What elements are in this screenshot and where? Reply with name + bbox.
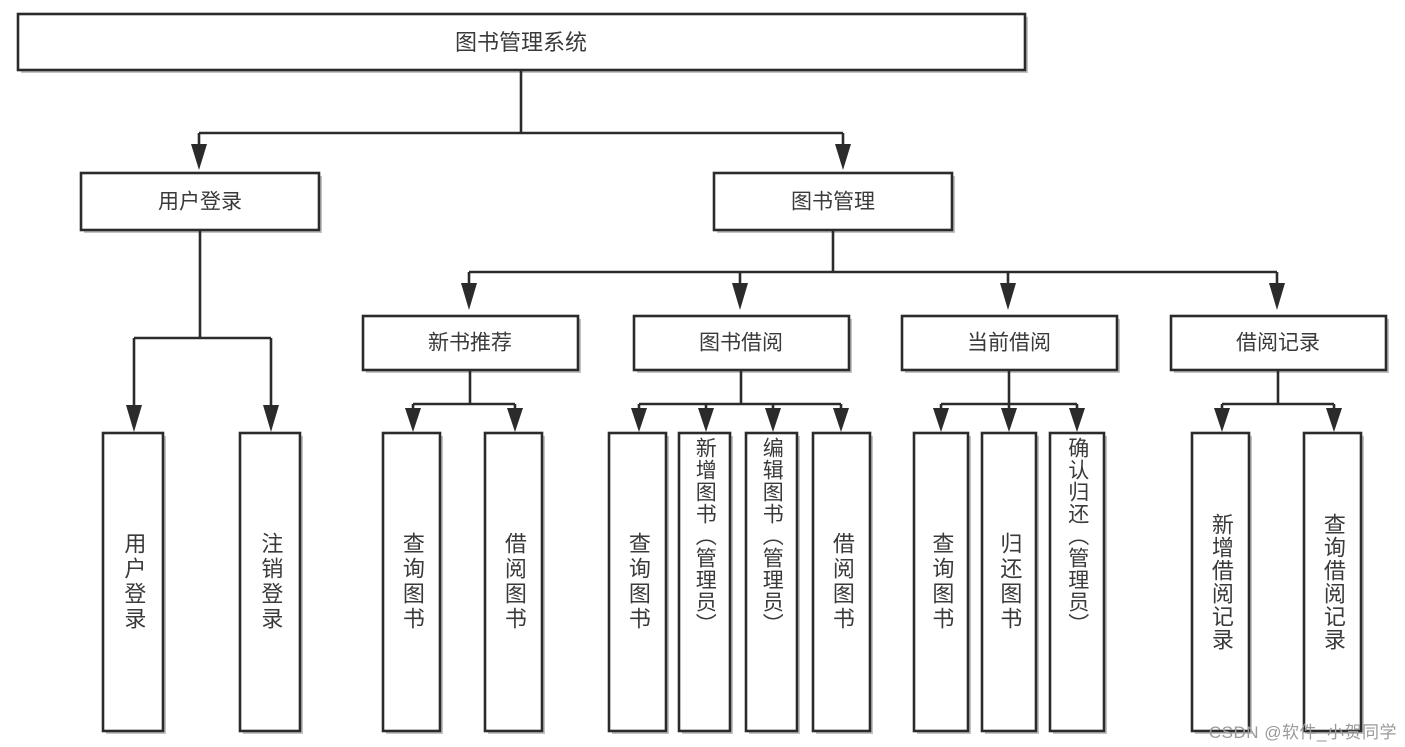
node-root-box xyxy=(16,12,1027,72)
connector-root-to-level1 xyxy=(191,70,851,170)
arrow-to-leaf-edit-book xyxy=(765,408,781,432)
node-book-borrow-label: 图书借阅 xyxy=(699,332,783,355)
arrow-to-leaf-query-book-1 xyxy=(405,408,421,432)
leaf-edit-book-box[interactable] xyxy=(744,431,799,733)
node-root[interactable]: 图书管理系统 xyxy=(16,12,1028,73)
node-book-manage-label: 图书管理 xyxy=(791,191,875,214)
connector-new-book-rec-to-leaves xyxy=(405,370,523,432)
arrow-to-book-borrow xyxy=(732,283,748,310)
connector-borrow-record-to-leaves xyxy=(1214,370,1342,432)
arrow-to-leaf-confirm-return xyxy=(1069,408,1085,432)
node-current-borrow-label: 当前借阅 xyxy=(967,332,1051,355)
node-root-label: 图书管理系统 xyxy=(455,30,587,55)
node-borrow-record[interactable]: 借阅记录 xyxy=(1169,314,1389,373)
arrow-to-leaf-borrow-book-1 xyxy=(507,408,523,432)
node-book-borrow[interactable]: 图书借阅 xyxy=(632,314,852,373)
arrow-to-new-book-rec xyxy=(461,283,477,310)
node-book-manage[interactable]: 图书管理 xyxy=(712,171,955,233)
arrow-to-current-borrow xyxy=(1000,283,1016,310)
node-current-borrow[interactable]: 当前借阅 xyxy=(900,314,1120,373)
leaf-query-book-3-box[interactable] xyxy=(912,431,970,733)
connector-current-borrow-to-leaves xyxy=(933,370,1085,432)
arrow-to-leaf-add-book xyxy=(698,408,714,432)
leaf-borrow-book-2-box[interactable] xyxy=(811,431,872,733)
leaf-box-group xyxy=(101,431,1364,734)
connector-book-manage-to-level2 xyxy=(461,230,1285,310)
leaf-confirm-return-box[interactable] xyxy=(1048,431,1106,733)
node-borrow-record-box xyxy=(1169,314,1388,372)
arrow-to-borrow-record xyxy=(1269,283,1285,310)
node-new-book-rec-box xyxy=(361,314,580,372)
arrow-to-leaf-query-record xyxy=(1326,408,1342,432)
node-borrow-record-label: 借阅记录 xyxy=(1236,332,1320,355)
arrow-to-leaf-user-login xyxy=(126,405,142,432)
node-new-book-rec[interactable]: 新书推荐 xyxy=(361,314,581,373)
leaf-return-book-box[interactable] xyxy=(980,431,1038,733)
arrow-to-user-login xyxy=(191,144,207,170)
node-current-borrow-box xyxy=(900,314,1119,372)
arrow-to-leaf-query-book-2 xyxy=(631,408,647,432)
csdn-watermark: CSDN @软件_小贺同学 xyxy=(1208,723,1397,742)
leaf-borrow-book-1-box[interactable] xyxy=(483,431,544,733)
leaf-logout-box[interactable] xyxy=(238,431,302,733)
node-user-login[interactable]: 用户登录 xyxy=(79,171,322,233)
node-user-login-box xyxy=(79,171,321,232)
leaf-query-record-box[interactable] xyxy=(1302,431,1363,733)
arrow-to-leaf-logout xyxy=(263,405,279,432)
connector-user-login-to-leaves xyxy=(126,230,279,432)
arrow-to-book-manage xyxy=(835,144,851,170)
arrow-to-leaf-return-book xyxy=(1001,408,1017,432)
connector-book-borrow-to-leaves xyxy=(631,370,849,432)
leaf-query-book-2-box[interactable] xyxy=(607,431,668,733)
node-new-book-rec-label: 新书推荐 xyxy=(428,332,512,355)
arrow-to-leaf-add-record xyxy=(1214,408,1230,432)
leaf-query-book-1-box[interactable] xyxy=(381,431,442,733)
arrow-to-leaf-borrow-book-2 xyxy=(833,408,849,432)
leaf-add-record-box[interactable] xyxy=(1190,431,1251,733)
node-user-login-label: 用户登录 xyxy=(158,191,242,214)
leaf-add-book-box[interactable] xyxy=(677,431,732,733)
arrow-to-leaf-query-book-3 xyxy=(933,408,949,432)
leaf-user-login-box[interactable] xyxy=(101,431,165,733)
